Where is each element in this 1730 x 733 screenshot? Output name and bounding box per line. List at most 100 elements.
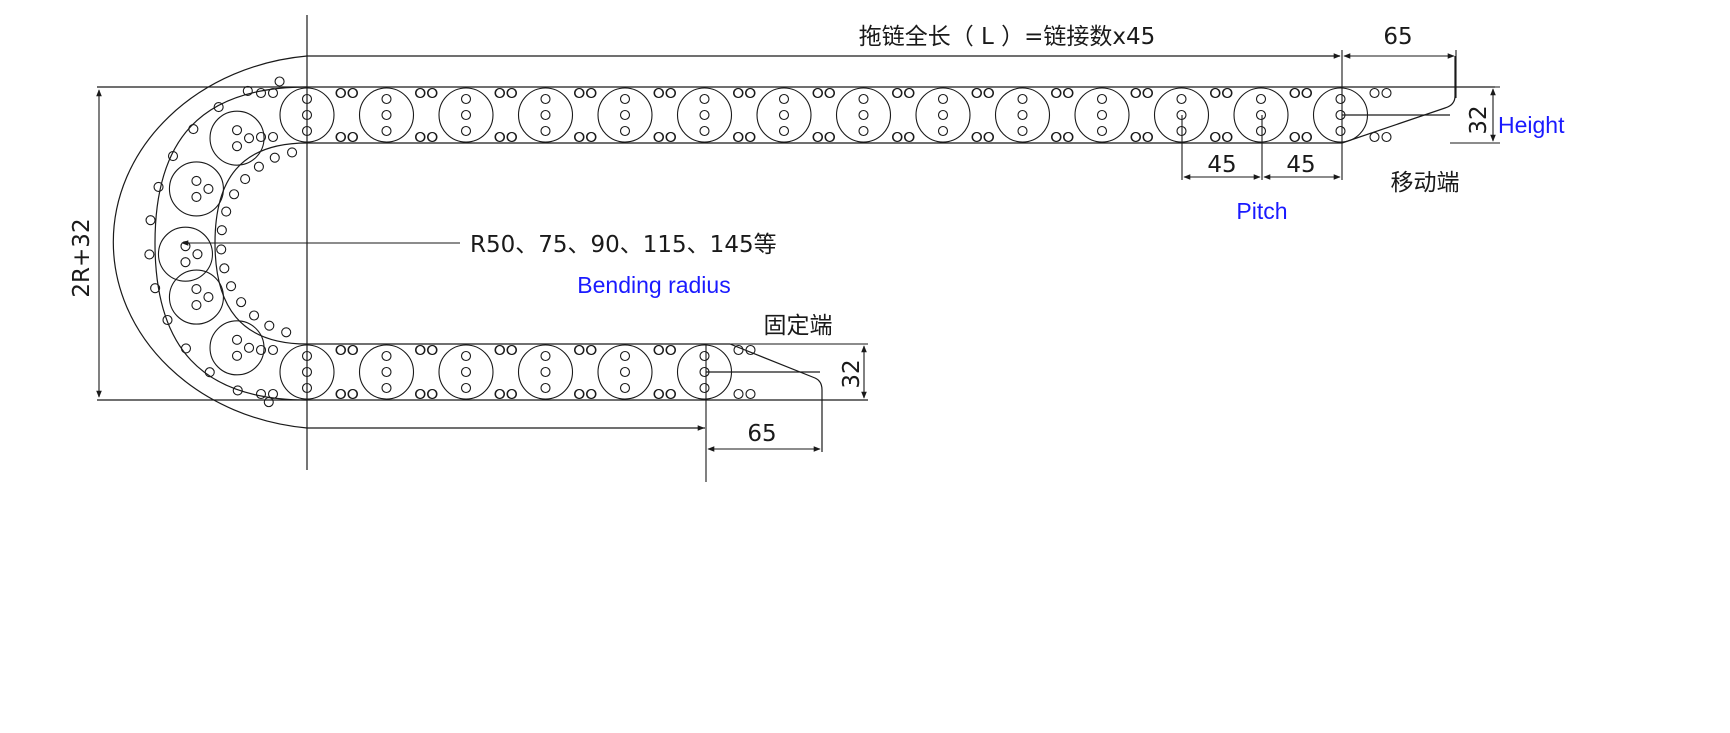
chain-link: [1234, 88, 1288, 142]
chain-link: [598, 88, 652, 142]
side-hole: [282, 328, 291, 337]
link-pin-hole: [1336, 111, 1345, 120]
side-hole: [507, 89, 516, 98]
side-hole: [1223, 89, 1232, 98]
link-pin-hole: [245, 134, 254, 143]
side-hole: [269, 346, 278, 355]
side-hole: [348, 390, 357, 399]
side-hole: [217, 226, 226, 235]
link-pin-hole: [700, 384, 709, 393]
mobile-end-label: 移动端: [1391, 170, 1460, 196]
link-pin-hole: [1098, 95, 1107, 104]
link-pin-hole: [382, 127, 391, 136]
link-pin-hole: [462, 352, 471, 361]
side-hole: [1211, 89, 1220, 98]
link-pin-hole: [245, 343, 254, 352]
side-hole: [984, 89, 993, 98]
bend-link: [210, 111, 264, 165]
side-hole: [275, 77, 284, 86]
link-pin-hole: [1336, 127, 1345, 136]
link-pin-hole: [939, 95, 948, 104]
side-hole: [495, 346, 504, 355]
mobile-height-label: 32: [1466, 105, 1492, 134]
side-hole: [254, 162, 263, 171]
side-hole: [1211, 133, 1220, 142]
side-hole: [264, 398, 273, 407]
pitch-en-label: Pitch: [1236, 198, 1287, 224]
side-hole: [269, 133, 278, 142]
side-hole: [336, 390, 345, 399]
side-hole: [507, 390, 516, 399]
link-pin-hole: [303, 95, 312, 104]
side-hole: [169, 152, 178, 161]
link-pin-hole: [462, 95, 471, 104]
side-hole: [189, 125, 198, 134]
side-hole: [893, 133, 902, 142]
link-pin-hole: [621, 384, 630, 393]
link-pin-hole: [1336, 95, 1345, 104]
link-pin-hole: [204, 184, 213, 193]
link-pin-hole: [1018, 111, 1027, 120]
link-pin-hole: [303, 111, 312, 120]
link-pin-hole: [1098, 127, 1107, 136]
side-hole: [905, 89, 914, 98]
pitch-label-2: 45: [1286, 152, 1315, 178]
link-pin-hole: [621, 95, 630, 104]
link-pin-hole: [939, 127, 948, 136]
chain-link: [360, 345, 414, 399]
side-hole: [265, 321, 274, 330]
bend-link: [169, 270, 223, 324]
link-pin-hole: [382, 95, 391, 104]
side-hole: [1143, 89, 1152, 98]
side-hole: [416, 390, 425, 399]
link-pin-hole: [1257, 111, 1266, 120]
side-hole: [257, 133, 266, 142]
side-hole: [507, 346, 516, 355]
side-hole: [217, 245, 226, 254]
chain-link: [280, 88, 334, 142]
inner-bend-envelope: [155, 87, 307, 400]
side-hole: [428, 346, 437, 355]
link-pin-hole: [233, 126, 242, 135]
link-pin-hole: [462, 111, 471, 120]
side-hole: [746, 390, 755, 399]
link-pin-hole: [621, 368, 630, 377]
link-pin-hole: [541, 384, 550, 393]
side-hole: [348, 89, 357, 98]
link-pin-hole: [181, 258, 190, 267]
side-hole: [905, 133, 914, 142]
chain-link: [519, 88, 573, 142]
side-hole: [587, 390, 596, 399]
link-pin-hole: [382, 352, 391, 361]
link-pin-hole: [700, 127, 709, 136]
fixed-height-label: 32: [839, 359, 865, 388]
chain-link: [678, 345, 732, 399]
side-hole: [654, 133, 663, 142]
mobile-end-bracket: [1342, 56, 1455, 143]
link-pin-hole: [193, 250, 202, 259]
side-hole: [269, 89, 278, 98]
side-hole: [416, 89, 425, 98]
link-pin-hole: [700, 95, 709, 104]
link-pin-hole: [700, 111, 709, 120]
link-pin-hole: [233, 142, 242, 151]
link-pin-hole: [541, 127, 550, 136]
link-pin-hole: [621, 127, 630, 136]
side-hole: [972, 89, 981, 98]
link-pin-hole: [462, 368, 471, 377]
side-hole: [1382, 89, 1391, 98]
side-hole: [269, 390, 278, 399]
bend-link: [158, 227, 212, 281]
side-hole: [348, 133, 357, 142]
side-hole: [507, 133, 516, 142]
link-pin-hole: [621, 111, 630, 120]
side-hole: [257, 89, 266, 98]
link-pin-hole: [1098, 111, 1107, 120]
side-hole: [1131, 133, 1140, 142]
chain-link: [439, 88, 493, 142]
side-hole: [241, 175, 250, 184]
link-pin-hole: [192, 301, 201, 310]
side-hole: [495, 133, 504, 142]
fixed-end-offset-label: 65: [747, 421, 776, 447]
side-hole: [587, 346, 596, 355]
